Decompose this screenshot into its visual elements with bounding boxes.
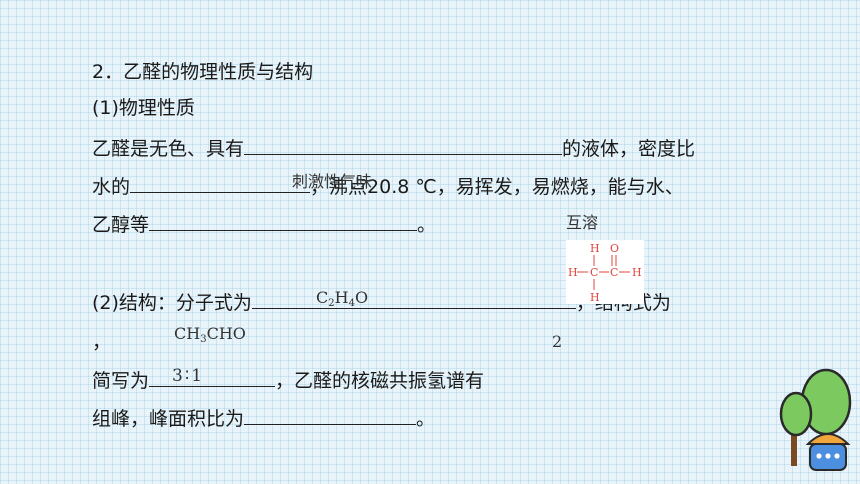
- struct-c2: C: [610, 266, 618, 279]
- text-line-3: 乙醇等 。: [92, 212, 436, 237]
- struct-c1: C: [590, 266, 598, 279]
- house-roof: [805, 433, 851, 445]
- text-line-3-start: 乙醇等: [92, 214, 150, 236]
- text-line-5-start: 简写为: [92, 370, 150, 392]
- blank-miscibility: [149, 212, 418, 231]
- struct-h-left: H: [568, 266, 578, 279]
- answer-peak-count: 2: [552, 332, 563, 351]
- tree-house-decoration: [779, 368, 852, 471]
- house-window-2: [825, 453, 831, 459]
- text-line-6-start: 组峰，峰面积比为: [92, 408, 245, 430]
- answer-miscible: 互溶: [566, 213, 599, 232]
- text-line-5-end: ，乙醛的核磁共振氢谱有: [275, 370, 485, 392]
- blank-peak-ratio: [244, 406, 417, 425]
- tree-trunk-small: [791, 426, 797, 466]
- text-line-5: 简写为 ，乙醛的核磁共振氢谱有: [92, 368, 484, 393]
- blank-density: [130, 174, 311, 193]
- tree-crown-small: [779, 391, 813, 437]
- answer-condensed-formula: CH3CHO: [174, 324, 246, 345]
- struct-h-top: H: [590, 242, 600, 255]
- blank-condensed-formula: [149, 368, 276, 387]
- section-heading: 2．乙醛的物理性质与结构: [92, 60, 313, 84]
- acetaldehyde-structural-formula: H O H C C H H: [566, 240, 644, 304]
- answer-odor: 刺激性气味: [292, 172, 373, 191]
- text-line-1-start: 乙醛是无色、具有: [92, 138, 245, 160]
- blank-odor: [244, 136, 563, 155]
- text-line-6: 组峰，峰面积比为 。: [92, 406, 435, 431]
- comma-text: ，: [92, 331, 112, 353]
- blank-molecular-formula: [251, 290, 576, 309]
- answer-molecular-formula: C2H4O: [316, 288, 369, 309]
- text-line-3-end: 。: [417, 214, 437, 236]
- struct-h-right: H: [632, 266, 642, 279]
- house-window-3: [834, 453, 840, 459]
- house-window-1: [816, 453, 822, 459]
- text-line-structure-start: (2)结构：分子式为: [92, 292, 252, 314]
- answer-peak-ratio: 3∶1: [172, 366, 205, 386]
- text-line-1: 乙醛是无色、具有 的液体，密度比: [92, 136, 695, 161]
- text-line-2-start: 水的: [92, 176, 131, 198]
- text-line-2-end: ，沸点20.8 ℃，易挥发，易燃烧，能与水、: [310, 176, 684, 198]
- struct-o-top: O: [610, 242, 619, 255]
- section-heading-text: 2．乙醛的物理性质与结构: [92, 61, 314, 83]
- text-line-2: 水的 ，沸点20.8 ℃，易挥发，易燃烧，能与水、: [92, 174, 684, 199]
- text-line-6-end: 。: [416, 408, 436, 430]
- struct-h-bottom: H: [590, 291, 600, 304]
- subsection-physical-properties: (1)物理性质: [92, 96, 195, 120]
- subsection-physical-properties-text: (1)物理性质: [92, 97, 195, 119]
- text-line-1-end: 的液体，密度比: [562, 138, 696, 160]
- text-line-comma: ，: [92, 330, 111, 354]
